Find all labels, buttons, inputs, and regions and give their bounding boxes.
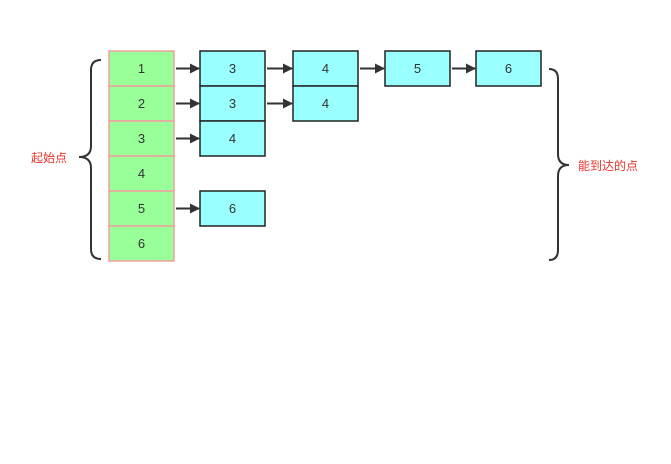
reachable-node: 4 (199, 120, 266, 157)
reachable-node-label: 3 (229, 61, 236, 76)
right-brace (548, 68, 570, 261)
start-node: 1 (108, 50, 175, 87)
start-node-box (108, 155, 175, 192)
reachable-node-label: 6 (229, 201, 236, 216)
start-node: 4 (108, 155, 175, 192)
reachable-node-box (475, 50, 542, 87)
reachable-node-box (384, 50, 451, 87)
reachable-node-label: 4 (229, 131, 236, 146)
reachable-node: 6 (199, 190, 266, 227)
reachable-node-box (292, 50, 359, 87)
start-node-label: 5 (138, 201, 145, 216)
reachable-node-box (199, 190, 266, 227)
start-node: 5 (108, 190, 175, 227)
start-node: 2 (108, 85, 175, 122)
left-label: 起始点 (31, 151, 67, 165)
reachable-node: 4 (292, 85, 359, 122)
reachable-node-box (199, 120, 266, 157)
start-node-label: 6 (138, 236, 145, 251)
reachable-node-label: 6 (505, 61, 512, 76)
start-node-column: 1 2 3 4 5 6 (108, 50, 175, 262)
reachable-node-label: 3 (229, 96, 236, 111)
reachable-node-layer: 3 4 5 6 3 4 4 6 (199, 50, 542, 227)
right-label: 能到达的点 (578, 158, 638, 173)
reachable-node: 5 (384, 50, 451, 87)
reachable-node: 3 (199, 85, 266, 122)
reachable-node-label: 4 (322, 96, 329, 111)
start-node-label: 2 (138, 96, 145, 111)
left-brace (78, 59, 102, 260)
edge-layer (176, 63, 476, 214)
reachable-node: 6 (475, 50, 542, 87)
start-node: 6 (108, 225, 175, 262)
start-node-box (108, 50, 175, 87)
start-node-box (108, 85, 175, 122)
reachable-node-label: 4 (322, 61, 329, 76)
reachable-node-box (292, 85, 359, 122)
reachable-node: 3 (199, 50, 266, 87)
reachable-node: 4 (292, 50, 359, 87)
reachable-node-box (199, 85, 266, 122)
reachable-node-label: 5 (414, 61, 421, 76)
start-node-box (108, 225, 175, 262)
start-node: 3 (108, 120, 175, 157)
start-node-label: 3 (138, 131, 145, 146)
start-node-label: 4 (138, 166, 145, 181)
start-node-label: 1 (138, 61, 145, 76)
reachable-node-box (199, 50, 266, 87)
